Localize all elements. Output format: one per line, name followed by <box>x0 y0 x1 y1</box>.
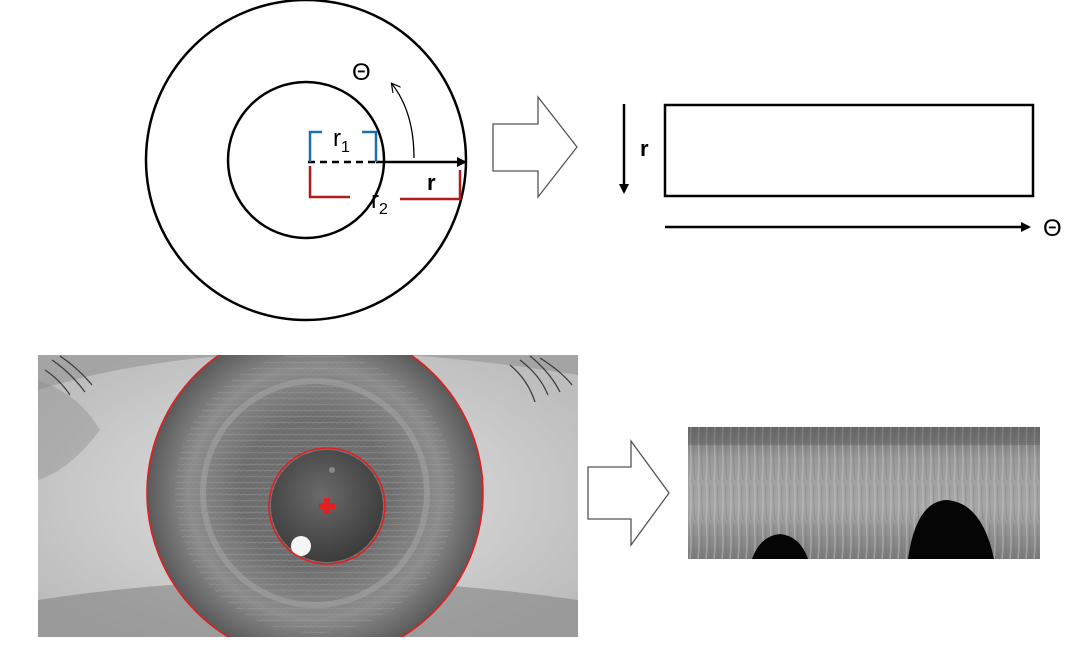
rect-theta-label: Θ <box>1043 215 1062 242</box>
rect-r-label: r <box>640 136 649 161</box>
r1-label: r1 <box>333 125 350 156</box>
r1-subscript: 1 <box>341 139 350 156</box>
outer-iris-boundary <box>146 355 484 637</box>
r2-subscript: 2 <box>379 201 388 218</box>
occlusion-right <box>908 500 994 559</box>
normalized-rectangle <box>663 103 1035 198</box>
r2-bracket-right <box>400 170 462 201</box>
r2-label: r2 <box>371 187 388 218</box>
occlusion-left <box>752 534 808 559</box>
bottom-transform-arrow <box>587 439 670 547</box>
eye-photo <box>38 355 578 637</box>
annulus-diagram: Θ r1 r2 r <box>144 0 468 322</box>
specular-highlight <box>291 536 311 556</box>
inner-circle <box>226 80 386 240</box>
theta-label: Θ <box>352 59 371 86</box>
normalized-iris-strip <box>688 427 1040 559</box>
r2-bracket-left <box>308 166 350 199</box>
iris-segmentation-overlay <box>146 355 484 637</box>
rect-coordinates-panel: r Θ <box>619 103 1062 242</box>
outer-circle <box>144 0 468 322</box>
r-label: r <box>427 170 436 195</box>
top-transform-arrow <box>492 95 578 199</box>
theta-arc-arrow <box>392 84 415 159</box>
pupil-center-marker <box>319 498 335 514</box>
r1-bracket <box>308 130 378 162</box>
pupil-boundary <box>268 447 386 565</box>
